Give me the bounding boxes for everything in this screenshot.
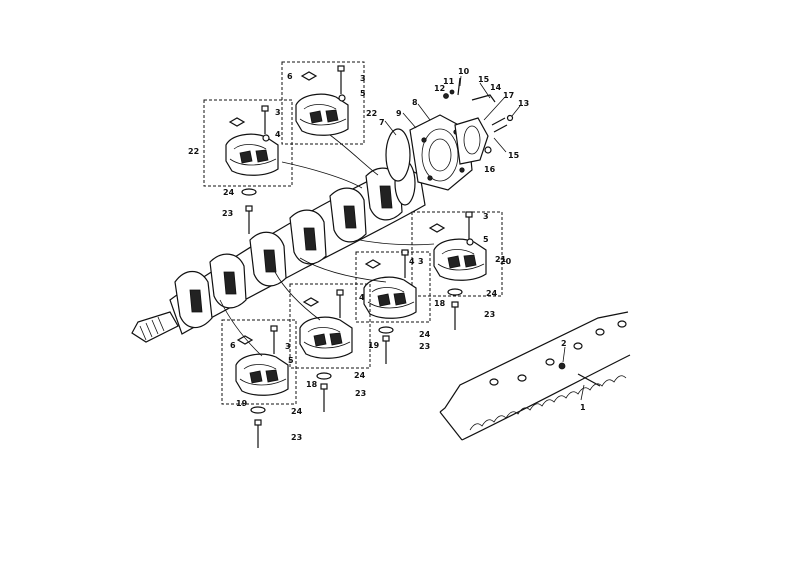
rear-seal-assembly [385,77,514,191]
bearing-cap-group-lower-mid [289,283,371,369]
plug-2 [558,362,566,370]
bearing-cap-mid [363,276,417,319]
bearing-cap-group-bottom [221,319,297,405]
callout-23d: 23 [355,389,366,398]
callout-7: 7 [379,118,385,127]
callout-15a: 15 [478,75,490,84]
callout-24c: 24 [419,330,431,339]
callout-12: 12 [434,84,445,93]
cap-bolt-top [337,65,345,95]
callout-15b: 15 [508,151,520,160]
seal-ring-7 [385,128,411,182]
callout-5a: 5 [360,89,366,98]
cap-bolt-right [465,211,473,241]
callout-2: 2 [561,339,567,348]
seal-cover-17 [454,117,489,165]
bolt-23-right [451,301,459,331]
callout-16: 16 [484,165,496,174]
bolt-23-bottom [254,419,262,449]
callout-22b: 22 [366,109,377,118]
callout-leaders [384,75,585,401]
callout-17: 17 [503,91,514,100]
cap-washer-top [300,71,318,81]
callout-23e: 23 [291,433,302,442]
callout-18a: 18 [434,299,446,308]
callout-19a: 19 [368,341,380,350]
callout-5c: 5 [288,356,294,365]
bearing-cap-group-right [411,211,503,297]
bearing-cap-left [225,133,279,176]
bolt-23-lower-mid [320,383,328,413]
callout-23a: 23 [222,209,233,218]
callout-24d: 24 [354,371,366,380]
cap-bolt-mid [401,249,409,279]
washer-24-lower-mid [316,372,332,380]
bearing-cap-group-mid [355,251,431,323]
callout-24b: 24 [486,289,498,298]
plug-1 [577,373,601,387]
bolt-16 [484,146,492,154]
callout-20: 20 [500,257,512,266]
bearing-cap-bottom [235,353,289,396]
washer-24-mid [378,326,394,334]
washer-11 [449,89,455,95]
bearing-cap-group-top [281,61,365,145]
callout-3a: 3 [360,74,366,83]
callout-labels: 1 2 3 3 3 3 3 4 4 4 5 5 5 6 6 7 8 9 10 1… [188,67,586,442]
nut-12 [443,93,449,99]
bearing-cap-right [433,238,487,281]
callout-6a: 6 [287,72,293,81]
bolt-23-mid [382,335,390,365]
callout-3b: 3 [275,108,281,117]
washer-24-left [241,188,257,196]
cap-bolt-left [261,105,269,135]
cap-bolt-lower-mid [336,289,344,319]
callout-4c: 4 [409,257,415,266]
bolt-23-left [245,205,253,235]
callout-23b: 23 [484,310,495,319]
callout-5b: 5 [483,235,489,244]
callout-4b: 4 [359,293,365,302]
bearing-cap-lower-mid [299,316,353,359]
callout-22a: 22 [188,147,199,156]
callout-10: 10 [458,67,470,76]
callout-23c: 23 [419,342,430,351]
washer-24-right [447,288,463,296]
callout-9: 9 [396,109,402,118]
clip-15 [491,117,508,133]
callout-3e: 3 [418,257,424,266]
bolt-13 [506,114,514,122]
pin-14 [471,94,496,103]
callout-19b: 19 [236,399,248,408]
callout-11: 11 [443,77,455,86]
callout-24a: 24 [223,188,235,197]
callout-18b: 18 [306,380,318,389]
crankshaft [131,160,426,343]
washer-24-bottom [250,406,266,414]
callout-6b: 6 [230,341,236,350]
callout-1: 1 [580,403,586,412]
callout-14: 14 [490,83,502,92]
callout-24e: 24 [291,407,303,416]
callout-3d: 3 [285,342,291,351]
cap-bolt-bottom [270,325,278,355]
callout-4a: 4 [275,130,281,139]
callout-3c: 3 [483,212,489,221]
bearing-cap-group-left [203,99,293,187]
callout-21: 21 [495,255,507,264]
callout-8: 8 [412,98,418,107]
stud-10 [457,77,461,96]
assembly-leader-lines [219,134,435,357]
callout-13: 13 [518,99,529,108]
cylinder-block-section [439,311,631,441]
